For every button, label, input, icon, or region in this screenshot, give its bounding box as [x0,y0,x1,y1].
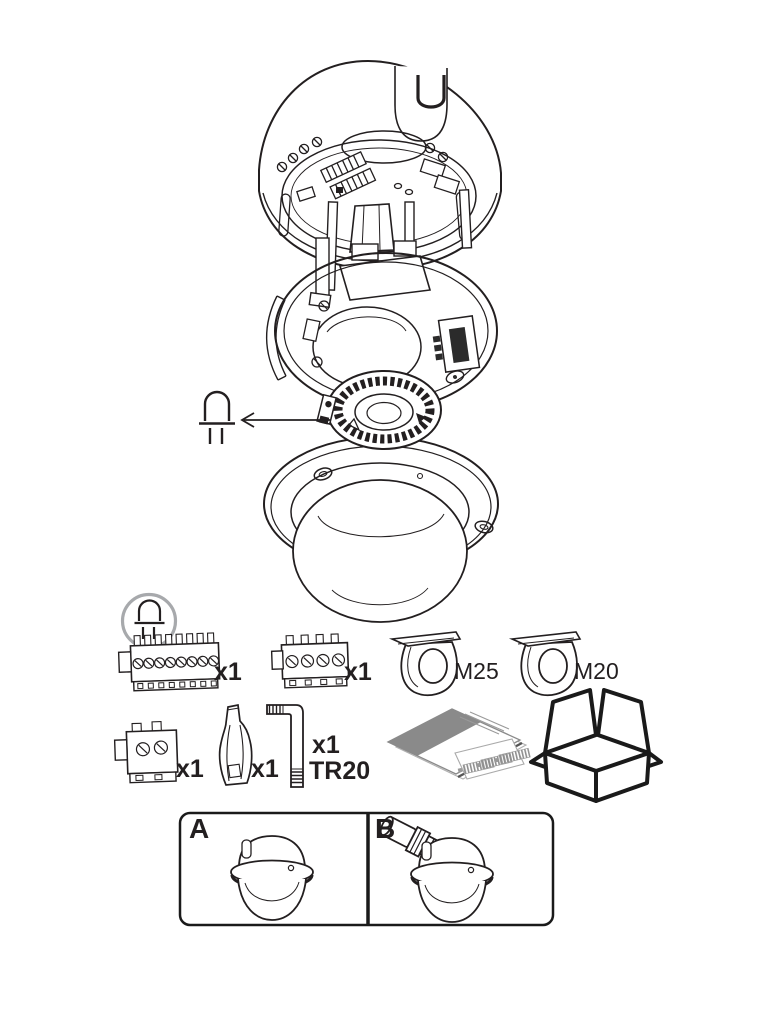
power-terminal-block-icon [113,720,179,784]
variant-panel [178,811,555,927]
led-callout [199,390,330,444]
variant-b-label: B [375,813,396,844]
qty-label-terminal-block: x1 [344,658,372,686]
qty-label-io-terminal-block: x1 [214,658,242,686]
lens-focus-ring [326,370,442,450]
trim-ring-screw-hole [474,520,494,534]
documentation-icon [386,708,531,780]
led-icon [134,599,165,639]
io-terminal-block-icon [117,632,221,692]
terminal-strip [319,151,368,184]
dome-cover [263,436,499,623]
cable-gland-m25-icon [391,631,461,697]
qty-label-power-terminal-block: x1 [176,755,204,783]
led-icon [199,390,235,444]
cable-gland-m20-icon [511,631,581,697]
applicator-tool-icon [218,703,253,786]
screws [276,136,449,196]
size-label-m20: M20 [574,658,619,684]
variant-a-label: A [189,813,210,844]
variant-b-camera [379,815,495,924]
led-indicator [316,393,338,425]
qty-label-applicator-tool: x1 [251,755,279,783]
document-cover [388,709,481,756]
packaging-box-icon [529,688,663,803]
connection-posts [308,189,473,309]
trim-ring-screw-hole [313,467,333,481]
torx-key-icon [266,704,304,788]
dome-bubble [292,479,468,623]
qty-label-torx-key: x1 [312,731,340,759]
led-arrow [240,412,330,428]
size-label-torx-key: TR20 [309,757,371,785]
terminal-block-icon [270,633,350,689]
memory-card-slot [432,315,481,373]
size-label-m25: M25 [454,658,499,684]
camera-module [265,189,498,450]
mounting-base [258,59,502,271]
